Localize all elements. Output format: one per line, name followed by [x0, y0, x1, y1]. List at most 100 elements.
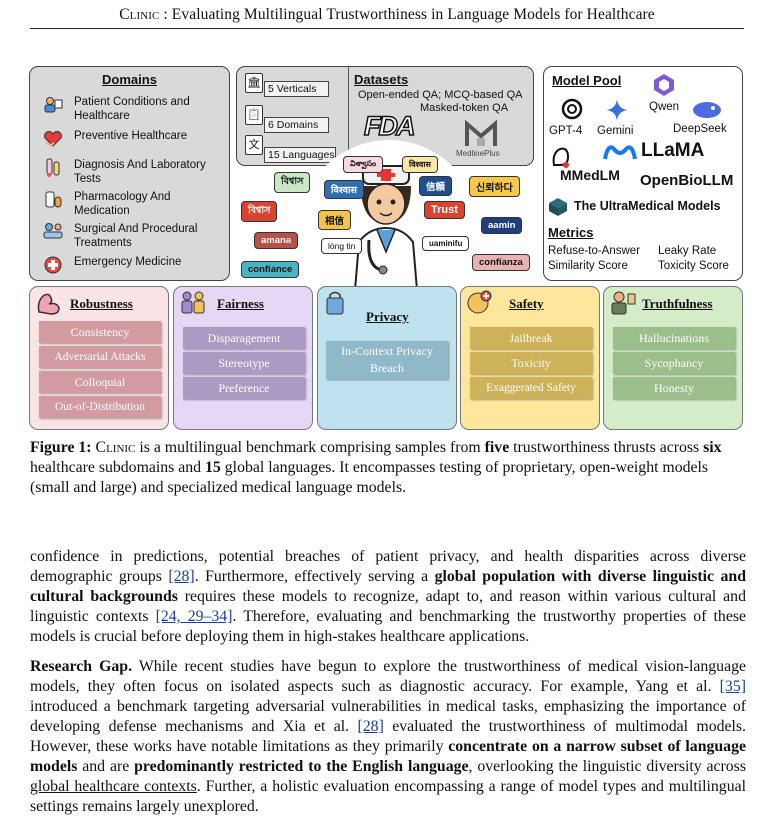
domain-item-patient: Patient Conditions and Healthcare	[42, 95, 214, 123]
caption-bold-six: six	[703, 439, 722, 456]
people-icon	[179, 290, 207, 316]
bubble-hindi: विश्वास	[324, 180, 364, 199]
citation-24-29-34[interactable]: [24, 29–34]	[155, 608, 233, 625]
fairness-title: Fairness	[217, 296, 264, 311]
bubble-japanese: 信頼	[419, 176, 453, 196]
metric-leaky: Leaky Rate	[658, 245, 717, 257]
para1-text-1: confidence in predictions, potential bre…	[30, 548, 746, 585]
heart-icon	[42, 129, 64, 149]
datasets-line2: Masked-token QA	[420, 102, 509, 114]
stat-domains: 6 Domains	[264, 117, 329, 133]
para2-text-4: and are	[77, 758, 135, 775]
tag-disparagement: Disparagement	[183, 327, 305, 349]
model-qwen: Qwen	[649, 101, 680, 113]
paragraph-research-gap: Research Gap. While recent studies have …	[30, 657, 746, 817]
stat-verticals: 5 Verticals	[264, 81, 329, 97]
bubble-amana: amana	[254, 232, 299, 249]
paragraph-1: confidence in predictions, potential bre…	[30, 547, 746, 647]
tag-honesty: Honesty	[613, 377, 735, 399]
patient-icon	[42, 95, 64, 115]
tag-exaggerated-safety: Exaggerated Safety	[470, 377, 592, 399]
truthfulness-panel: Truthfulness Hallucinations Sycophancy H…	[603, 286, 743, 430]
bubble-spanish: confianza	[472, 254, 530, 271]
para2-text-2: introduced a benchmark targeting adversa…	[30, 698, 746, 735]
para2-text-6: . Further, a holistic evaluation encompa…	[30, 778, 746, 815]
bubble-french: confiance	[241, 261, 300, 278]
metrics-title: Metrics	[548, 225, 594, 240]
metric-toxicity: Toxicity Score	[658, 260, 729, 272]
robustness-panel: Robustness Consistency Adversarial Attac…	[29, 286, 169, 430]
domain-label-diagnosis: Diagnosis And Laboratory Tests	[74, 159, 206, 185]
gemini-icon	[606, 99, 628, 121]
domain-item-preventive: Preventive Healthcare	[42, 129, 214, 149]
truthfulness-title: Truthfulness	[642, 296, 713, 311]
caption-text-3: healthcare subdomains and	[30, 459, 206, 476]
citation-28-b[interactable]: [28]	[357, 718, 384, 735]
tag-jailbreak: Jailbreak	[470, 327, 592, 349]
bubble-aamin: aamin	[481, 217, 523, 234]
running-head-title: : Evaluating Multilingual Trustworthines…	[159, 6, 655, 23]
domain-label-preventive: Preventive Healthcare	[74, 130, 188, 142]
bubble-vietnamese: lòng tin	[321, 238, 363, 254]
model-mmedlm: MMedLM	[560, 167, 620, 183]
bubble-telugu: విశ్వాసం	[343, 156, 384, 173]
tag-stereotype: Stereotype	[183, 352, 305, 374]
medlineplus-logo-icon	[465, 119, 497, 148]
model-gpt4: GPT-4	[549, 125, 583, 137]
metric-refuse: Refuse-to-Answer	[548, 245, 641, 257]
para2-text-3: evaluated the trustworthiness of multimo…	[30, 718, 747, 755]
medlineplus-label: MedlinePlus	[456, 149, 500, 158]
safety-title: Safety	[509, 296, 544, 311]
citation-35[interactable]: [35]	[719, 678, 746, 695]
openai-icon	[560, 97, 584, 121]
tag-consistency: Consistency	[39, 321, 161, 343]
caption-label: Figure 1:	[30, 439, 92, 456]
para1-text-3: requires these models to recognize, adap…	[30, 588, 746, 625]
tag-preference: Preference	[183, 377, 305, 399]
fda-logo: FDA	[363, 110, 416, 142]
safety-panel: Safety Jailbreak Toxicity Exaggerated Sa…	[460, 286, 600, 430]
research-gap-heading: Research Gap.	[30, 658, 133, 675]
domains-panel: Domains Patient Conditions and Healthcar…	[29, 66, 230, 281]
domain-item-surgical: Surgical And Procedural Treatments	[42, 222, 219, 250]
para2-text-1: While recent studies have begun to explo…	[30, 658, 746, 695]
caption-text-1: is a multilingual benchmark comprising s…	[135, 439, 485, 456]
caption-bold-five: five	[484, 439, 510, 456]
para2-bold-2: predominantly restricted to the English …	[134, 758, 469, 775]
header-rule	[30, 28, 744, 29]
citation-28[interactable]: [28]	[168, 568, 195, 585]
domain-label-pharmacology: Pharmacology And Medication	[74, 191, 171, 217]
domains-title: Domains	[102, 72, 157, 87]
clipboard-icon: 📋	[245, 105, 263, 125]
domain-label-surgical: Surgical And Procedural Treatments	[74, 223, 198, 249]
tag-toxicity: Toxicity	[470, 352, 592, 374]
running-head-clinic: Clinic	[119, 6, 160, 23]
domain-item-pharmacology: Pharmacology And Medication	[42, 190, 214, 218]
domain-label-emergency: Emergency Medicine	[74, 256, 182, 268]
tag-out-of-distribution: Out-of-Distribution	[39, 396, 161, 418]
tag-hallucinations: Hallucinations	[613, 327, 735, 349]
bubble-bengali: বিশ্বাস	[241, 201, 278, 222]
privacy-panel: Privacy In-Context Privacy Breach	[317, 286, 457, 430]
model-openbiollm: OpenBioLLM	[640, 172, 734, 189]
robustness-title: Robustness	[70, 296, 133, 311]
doctor-icon	[341, 162, 431, 292]
bubble-hindi-small: विश्वास	[402, 156, 438, 173]
mmedlm-icon	[550, 145, 572, 169]
domain-label-patient: Patient Conditions and Healthcare	[74, 96, 190, 122]
model-gemini: Gemini	[597, 125, 634, 137]
para1-bold-1: global population with diverse linguisti…	[30, 568, 746, 605]
lock-icon	[323, 290, 351, 316]
pillars-icon: 🏛	[245, 73, 263, 93]
para1-text-4: . Therefore, evaluating and benchmarking…	[30, 608, 747, 645]
deepseek-icon	[690, 97, 724, 119]
judge-icon	[609, 290, 637, 316]
bubble-trust: Trust	[424, 201, 465, 219]
bubble-swahili: uaminifu	[422, 236, 470, 251]
para2-bold-1: concentrate on a narrow subset of langua…	[30, 738, 746, 775]
domain-item-emergency: Emergency Medicine	[42, 255, 214, 275]
running-head: Clinic : Evaluating Multilingual Trustwo…	[30, 6, 744, 24]
lab-icon	[42, 158, 64, 178]
domain-item-diagnosis: Diagnosis And Laboratory Tests	[42, 158, 219, 186]
fairness-panel: Fairness Disparagement Stereotype Prefer…	[173, 286, 313, 430]
